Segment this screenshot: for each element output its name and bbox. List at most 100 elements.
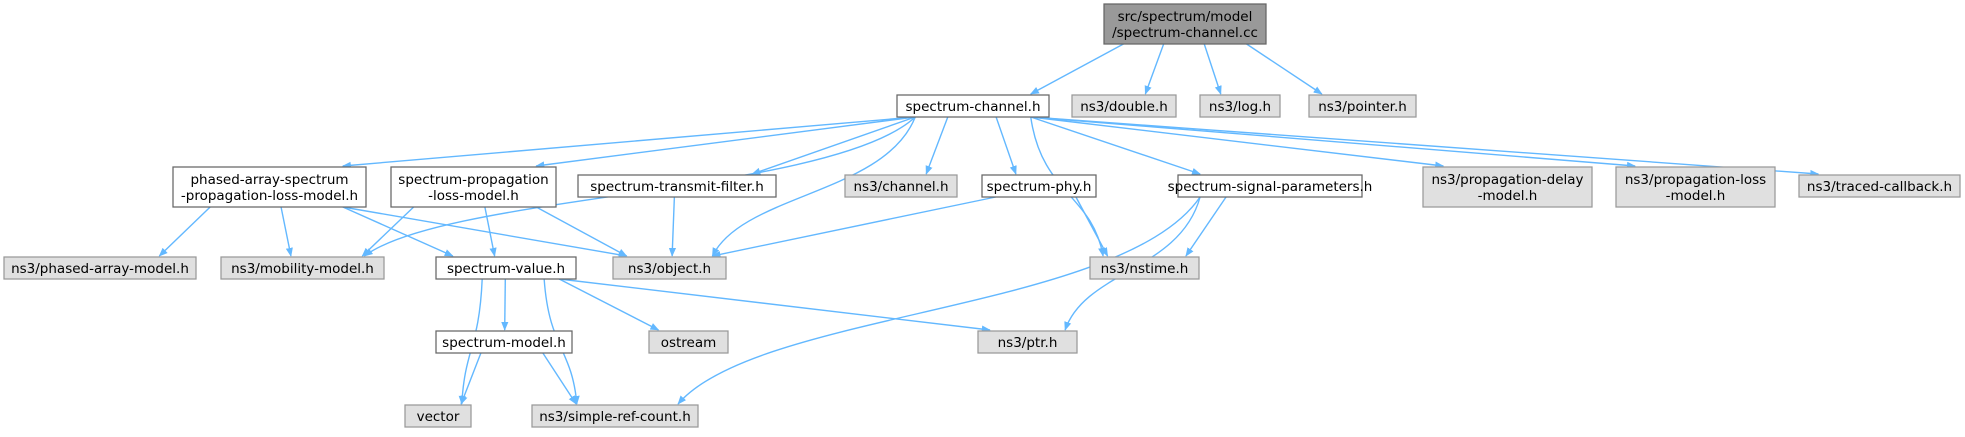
node-phased_model: ns3/phased-array-model.h [3,256,197,280]
edge-spectrum_prop-to-mobility [361,206,415,257]
edge-spectrum_phy-to-ns3_nstime [1075,196,1109,257]
node-label: spectrum-signal-parameters.h [1168,179,1373,195]
node-ns3_nstime: ns3/nstime.h [1089,256,1200,280]
edge-spectrum_prop-to-ns3_object [535,206,628,257]
node-box [1089,256,1200,280]
node-box [3,256,197,280]
node-ns3_pointer: ns3/pointer.h [1308,94,1417,118]
node-root[interactable]: src/spectrum/model/spectrum-channel.cc [1103,3,1267,45]
node-phased_array[interactable]: phased-array-spectrum-propagation-loss-m… [172,166,367,208]
edge-spectrum_value-to-ns3_ptr [559,278,991,333]
node-label: ns3/double.h [1080,99,1168,115]
node-box [977,330,1078,354]
node-box [1177,174,1363,198]
node-label: ns3/phased-array-model.h [11,261,189,277]
node-ns3_ptr: ns3/ptr.h [977,330,1078,354]
node-box [844,174,958,198]
node-spectrum_model[interactable]: spectrum-model.h [435,330,573,354]
node-label: -loss-model.h [428,188,519,204]
edge-root-to-ns3_double [1144,43,1165,95]
node-label: spectrum-propagation [398,172,548,188]
edge-spectrum_prop-to-spectrum_value [484,206,497,257]
node-spectrum_value[interactable]: spectrum-value.h [435,256,577,280]
node-mobility: ns3/mobility-model.h [220,256,385,280]
node-box [577,174,777,198]
node-label: vector [417,409,460,425]
node-label: /spectrum-channel.cc [1112,25,1258,41]
node-box [1422,166,1593,208]
node-label: -propagation-loss-model.h [181,188,358,204]
edge-spectrum_channel_h-to-prop_loss [1030,116,1636,169]
edge-phased_array-to-phased_model [158,206,211,257]
node-box [220,256,385,280]
node-label: ns3/log.h [1209,99,1271,115]
node-ns3_channel: ns3/channel.h [844,174,958,198]
node-spectrum_channel_h[interactable]: spectrum-channel.h [896,94,1050,118]
node-label: ns3/channel.h [854,179,949,195]
node-box [1615,166,1776,208]
node-label: ns3/pointer.h [1318,99,1407,115]
node-label: ns3/ptr.h [998,335,1058,351]
edge-spectrum_model-to-simple_ref [542,352,577,405]
edge-spectrum_channel_h-to-signal_params [1030,116,1201,175]
node-label: ns3/mobility-model.h [231,261,374,277]
node-label: ns3/propagation-delay [1431,172,1583,188]
node-ostream: ostream [648,330,729,354]
node-ns3_log: ns3/log.h [1199,94,1281,118]
node-transmit_filter[interactable]: spectrum-transmit-filter.h [577,174,777,198]
node-box [896,94,1050,118]
node-vector: vector [404,404,472,428]
node-ns3_double: ns3/double.h [1071,94,1177,118]
edge-spectrum_channel_h-to-spectrum_prop [535,116,916,169]
edge-phased_array-to-spectrum_value [342,206,454,257]
node-label: spectrum-value.h [447,261,565,277]
edge-spectrum_channel_h-to-prop_delay [1030,116,1445,169]
node-box [1308,94,1417,118]
edge-spectrum_channel_h-to-phased_array [341,116,916,169]
node-box [648,330,729,354]
edge-root-to-ns3_pointer [1246,43,1323,95]
node-box [1103,3,1267,45]
node-box [172,166,367,208]
node-label: ns3/propagation-loss [1625,172,1766,188]
node-label: ostream [661,335,717,351]
node-box [435,330,573,354]
node-box [1798,174,1961,198]
node-spectrum_prop[interactable]: spectrum-propagation-loss-model.h [390,166,557,208]
node-prop_loss: ns3/propagation-loss-model.h [1615,166,1776,208]
node-prop_delay: ns3/propagation-delay-model.h [1422,166,1593,208]
node-box [404,404,472,428]
node-label: ns3/nstime.h [1101,261,1189,277]
edge-spectrum_channel_h-to-transmit_filter [751,116,916,175]
node-label: ns3/simple-ref-count.h [539,409,691,425]
node-box [390,166,557,208]
edge-spectrum_value-to-ostream [558,278,660,331]
edge-spectrum_channel_h-to-spectrum_phy [995,116,1017,175]
node-box [435,256,577,280]
node-box [612,256,727,280]
node-label: spectrum-transmit-filter.h [590,179,764,195]
node-label: spectrum-model.h [442,335,566,351]
node-box [1199,94,1281,118]
edge-spectrum_channel_h-to-traced_cb [1030,116,1820,178]
edge-spectrum_value-to-spectrum_model [501,278,509,331]
node-signal_params[interactable]: spectrum-signal-parameters.h [1168,174,1373,198]
node-label: phased-array-spectrum [190,172,348,188]
node-label: spectrum-channel.h [905,99,1040,115]
edge-signal_params-to-ns3_nstime [1185,196,1227,257]
node-traced_cb: ns3/traced-callback.h [1798,174,1961,198]
node-box [531,404,699,428]
edge-spectrum_channel_h-to-ns3_object [711,116,916,257]
node-spectrum_phy[interactable]: spectrum-phy.h [981,174,1097,198]
edge-signal_params-to-simple_ref [677,196,1201,405]
edge-root-to-spectrum_channel_h [1029,43,1124,95]
node-box [981,174,1097,198]
nodes-layer: src/spectrum/model/spectrum-channel.cc sp… [3,3,1961,428]
edge-spectrum_channel_h-to-ns3_channel [925,116,949,175]
node-box [1071,94,1177,118]
node-label: -model.h [1666,188,1726,204]
node-label: ns3/traced-callback.h [1807,179,1952,195]
edge-root-to-ns3_log [1203,43,1222,95]
node-label: -model.h [1478,188,1538,204]
